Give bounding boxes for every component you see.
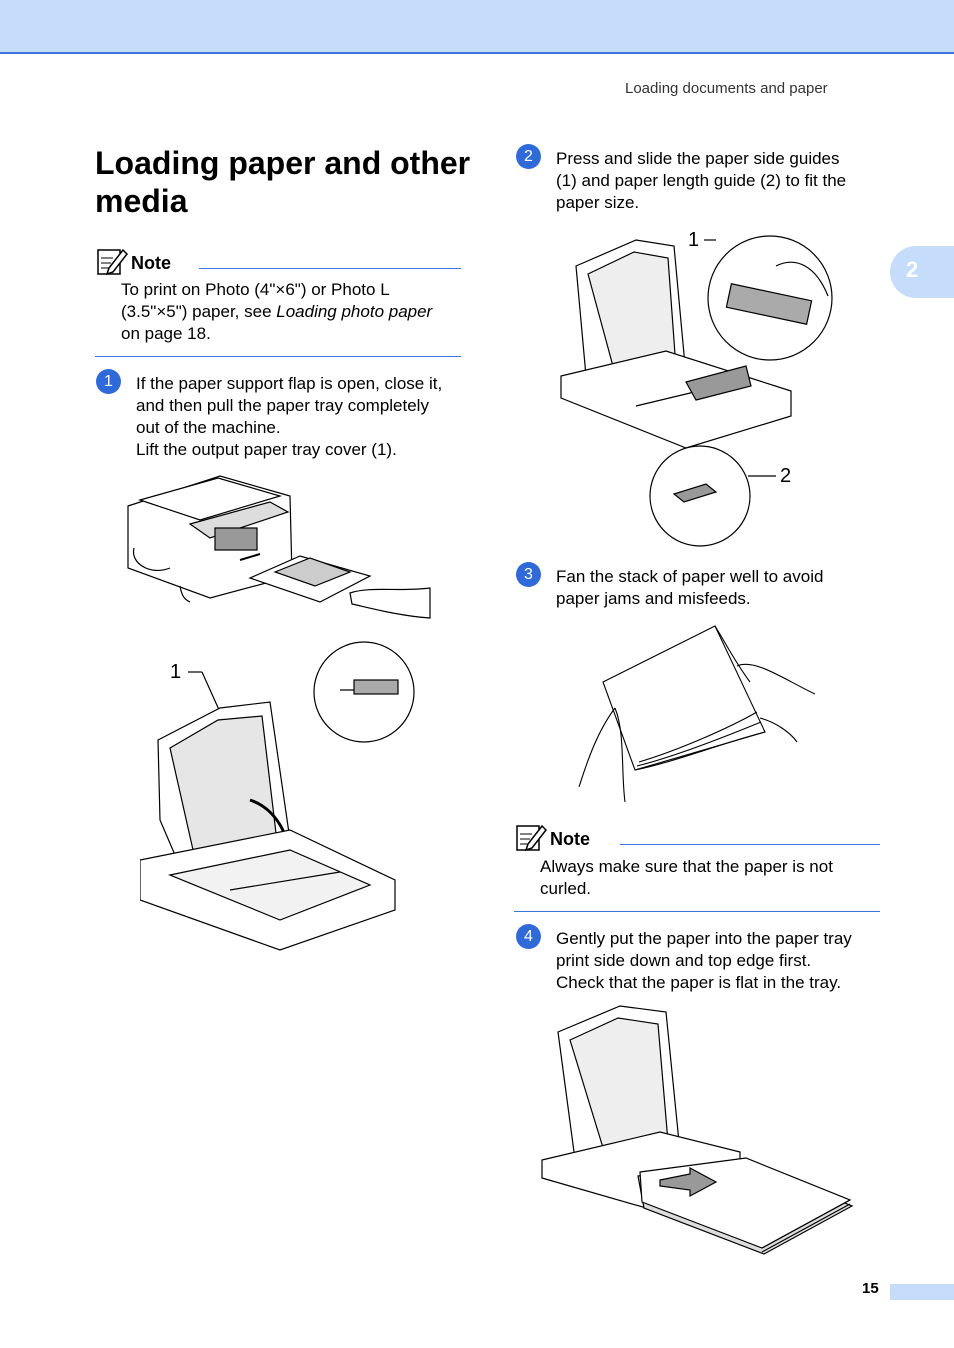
- note-label: Note: [131, 253, 171, 273]
- note-line: To print on Photo (4"×6") or Photo L: [121, 280, 390, 299]
- step-line: Fan the stack of paper well to avoid: [556, 567, 824, 586]
- top-header-band: [0, 0, 954, 54]
- step-1-text: If the paper support flap is open, close…: [136, 373, 466, 461]
- note-line: (3.5"×5") paper, see Loading photo paper: [121, 301, 461, 323]
- step-line: (1) and paper length guide (2) to fit th…: [556, 171, 847, 190]
- step-line: out of the machine.: [136, 418, 281, 437]
- running-header: Loading documents and paper: [625, 80, 828, 97]
- step-line: paper size.: [556, 193, 640, 212]
- note-text: Always make sure that the paper is not c…: [540, 856, 880, 900]
- note-line: on page 18.: [121, 324, 211, 343]
- page-number-band: [890, 1284, 954, 1300]
- note-line: Always make sure that the paper is not: [540, 857, 833, 876]
- cross-reference-link[interactable]: Loading photo paper: [276, 302, 433, 321]
- note-text: To print on Photo (4"×6") or Photo L (3.…: [121, 279, 461, 345]
- note-rule: [620, 844, 880, 845]
- step-1-marker: 1: [96, 369, 121, 394]
- step-2-marker: 2: [516, 144, 541, 169]
- note-text-run: (3.5"×5") paper, see: [121, 302, 277, 321]
- machine-tray-illustration: [127, 475, 431, 619]
- step-4-text: Gently put the paper into the paper tray…: [556, 928, 886, 994]
- step-line: Press and slide the paper side guides: [556, 149, 840, 168]
- step-line: Lift the output paper tray cover (1).: [136, 440, 397, 459]
- callout-2: 2: [780, 465, 791, 487]
- tray-cover-lift-illustration: 1: [140, 641, 415, 951]
- paper-guides-illustration: 1 2: [560, 229, 833, 547]
- step-3-marker: 3: [516, 562, 541, 587]
- step-line: paper jams and misfeeds.: [556, 589, 751, 608]
- chapter-tab: 2: [890, 246, 954, 298]
- step-line: If the paper support flap is open, close…: [136, 374, 443, 393]
- fan-paper-illustration: [578, 625, 816, 803]
- note-line: curled.: [540, 879, 592, 898]
- load-paper-illustration: [541, 1005, 854, 1255]
- note-pencil-icon: [516, 824, 547, 852]
- note-bottom-rule: [514, 911, 880, 912]
- step-line: Gently put the paper into the paper tray: [556, 929, 852, 948]
- callout-1: 1: [170, 661, 181, 683]
- step-3-text: Fan the stack of paper well to avoid pap…: [556, 566, 886, 610]
- note-bottom-rule: [95, 356, 461, 357]
- step-line: Check that the paper is flat in the tray…: [556, 973, 842, 992]
- note-label: Note: [550, 829, 590, 849]
- note-box: Note To print on Photo (4"×6") or Photo …: [95, 246, 461, 358]
- step-line: and then pull the paper tray completely: [136, 396, 429, 415]
- callout-1: 1: [688, 229, 699, 251]
- page-title: Loading paper and other media: [95, 145, 471, 219]
- chapter-number: 2: [906, 257, 919, 282]
- step-4-marker: 4: [516, 924, 541, 949]
- note-pencil-icon: [97, 248, 128, 276]
- note-rule: [199, 268, 461, 269]
- page-number: 15: [862, 1280, 879, 1297]
- note-box: Note Always make sure that the paper is …: [514, 822, 880, 914]
- step-2-text: Press and slide the paper side guides (1…: [556, 148, 886, 214]
- step-line: print side down and top edge first.: [556, 951, 812, 970]
